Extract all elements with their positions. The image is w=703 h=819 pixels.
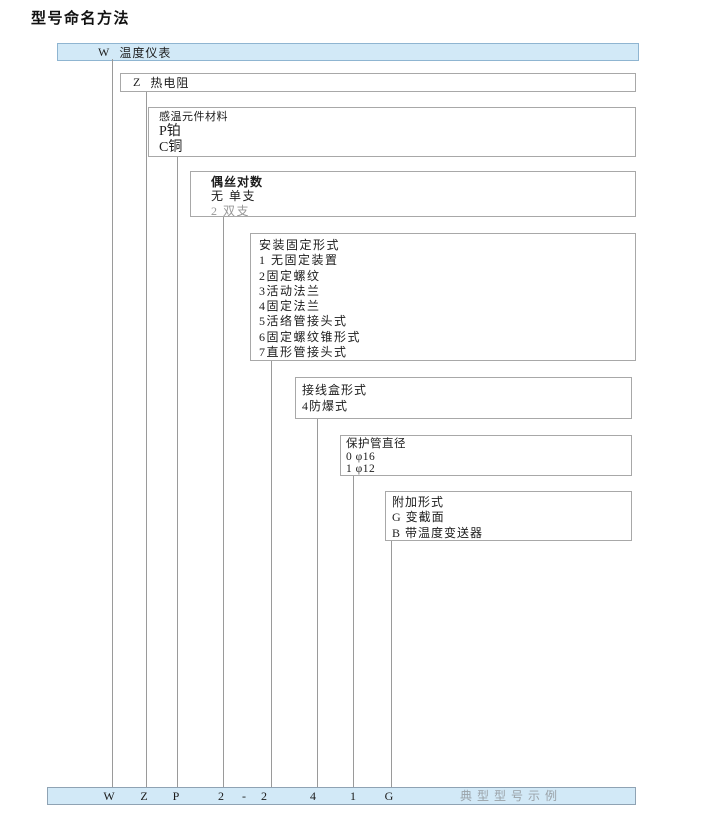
model-code-4: 4 bbox=[310, 789, 316, 803]
model-code-p: P bbox=[172, 789, 180, 803]
connector-line-6 bbox=[317, 419, 318, 787]
model-code-g: G bbox=[384, 789, 394, 803]
pair-count-item: 无 单支 bbox=[211, 189, 257, 203]
connector-line-2 bbox=[146, 92, 147, 787]
connector-line-5 bbox=[271, 361, 272, 787]
model-code-2b: 2 bbox=[261, 789, 267, 803]
tube-diameter-item: 1 φ12 bbox=[346, 463, 376, 476]
mounting-item: 3活动法兰 bbox=[259, 283, 321, 298]
connector-line-4 bbox=[223, 217, 224, 787]
box-protection-tube-diameter: 保护管直径 0 φ16 1 φ12 bbox=[340, 435, 632, 476]
connector-line-7 bbox=[353, 476, 354, 787]
code-z: Z bbox=[133, 75, 141, 89]
mounting-header: 安装固定形式 bbox=[259, 238, 341, 252]
additional-type-item: G 变截面 bbox=[392, 510, 445, 525]
mounting-item: 6固定螺纹锥形式 bbox=[259, 329, 362, 344]
model-code-w: W bbox=[103, 789, 115, 803]
label-temperature-instrument: 温度仪表 bbox=[119, 45, 172, 60]
box-mounting-fixing-type: 安装固定形式 1 无固定装置 2固定螺纹 3活动法兰 4固定法兰 5活络管接头式… bbox=[250, 233, 636, 361]
box-thermal-resistance: Z 热电阻 bbox=[120, 73, 636, 92]
mounting-item: 4固定法兰 bbox=[259, 299, 321, 314]
sensing-material-item: P铂 bbox=[159, 124, 181, 139]
mounting-item: 7直形管接头式 bbox=[259, 345, 348, 360]
additional-type-item: B 带温度变送器 bbox=[392, 525, 484, 540]
tube-diameter-item: 0 φ16 bbox=[346, 450, 376, 463]
model-example-caption: 典型型号示例 bbox=[459, 789, 563, 803]
connector-line-3 bbox=[177, 157, 178, 787]
mounting-item: 5活络管接头式 bbox=[259, 314, 348, 329]
box-junction-box-type: 接线盒形式 4防爆式 bbox=[295, 377, 632, 419]
page-title: 型号命名方法 bbox=[31, 10, 131, 27]
code-w: W bbox=[98, 44, 110, 59]
model-code-z: Z bbox=[140, 789, 148, 803]
connector-line-8 bbox=[391, 541, 392, 787]
tube-diameter-header: 保护管直径 bbox=[346, 438, 406, 450]
box-additional-type: 附加形式 G 变截面 B 带温度变送器 bbox=[385, 491, 632, 541]
model-code-2: 2 bbox=[218, 789, 224, 803]
connector-line-1 bbox=[112, 59, 113, 787]
box-temperature-instrument: W 温度仪表 bbox=[57, 43, 639, 61]
junction-box-item: 4防爆式 bbox=[302, 399, 349, 413]
junction-box-header: 接线盒形式 bbox=[302, 383, 368, 397]
model-code-1: 1 bbox=[350, 789, 356, 803]
label-thermal-resistance: 热电阻 bbox=[150, 76, 190, 90]
model-example-bar: W Z P 2 - 2 4 1 G 典型型号示例 bbox=[47, 787, 636, 805]
additional-type-header: 附加形式 bbox=[392, 495, 445, 509]
box-sensing-element-material: 感温元件材料 P铂 C铜 bbox=[148, 107, 636, 157]
sensing-material-header: 感温元件材料 bbox=[159, 111, 228, 123]
sensing-material-item: C铜 bbox=[159, 140, 183, 155]
pair-count-header: 偶丝对数 bbox=[211, 175, 264, 189]
pair-count-item: 2 双支 bbox=[211, 203, 251, 218]
mounting-item: 1 无固定装置 bbox=[259, 253, 339, 268]
box-pair-wire-count: 偶丝对数 无 单支 2 双支 bbox=[190, 171, 636, 218]
mounting-item: 2固定螺纹 bbox=[259, 268, 321, 283]
model-code-hyphen: - bbox=[242, 789, 246, 803]
